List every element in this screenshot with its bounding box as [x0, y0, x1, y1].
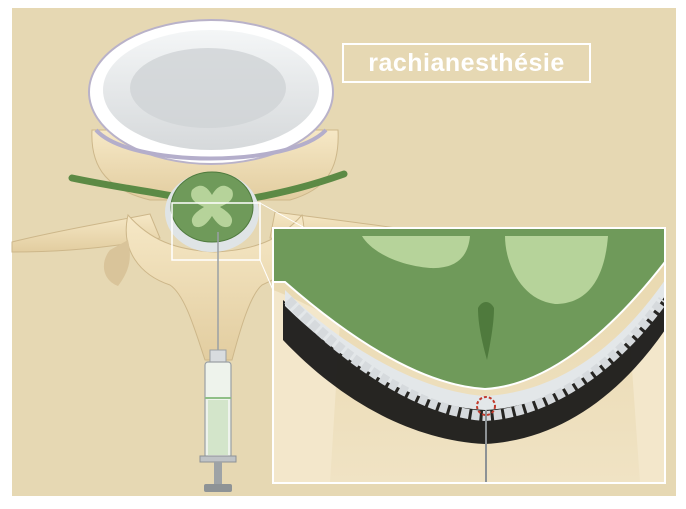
disc-nucleus	[130, 48, 286, 128]
zoom-inset	[273, 228, 665, 483]
syringe-thumb-rest	[204, 484, 232, 492]
syringe-fluid	[208, 400, 228, 455]
intervertebral-disc	[89, 20, 333, 164]
spinal-cord	[165, 172, 259, 252]
page-title: rachianesthésie	[342, 43, 591, 83]
syringe-plunger	[214, 462, 222, 484]
syringe-flange	[200, 456, 236, 462]
syringe-hub	[210, 350, 226, 362]
